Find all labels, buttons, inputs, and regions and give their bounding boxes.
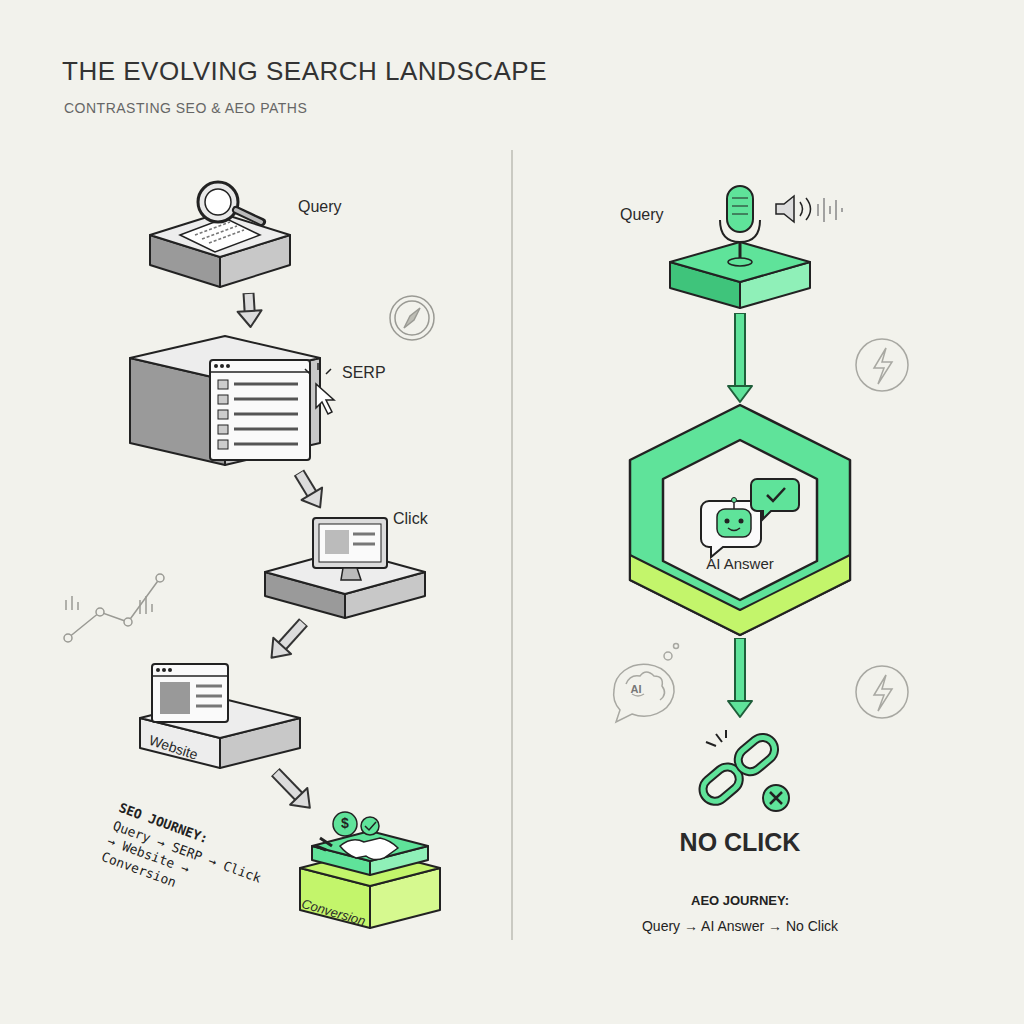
node-shape — [625, 405, 855, 635]
subtitle: CONTRASTING SEO & AEO PATHS — [64, 100, 307, 118]
serp-block: SERP — [120, 330, 390, 470]
conversion-block: Conversion — [290, 810, 450, 930]
journey-path: Query → AI Answer → No Click — [600, 918, 880, 936]
lightning-icon — [856, 339, 908, 718]
no-click-node: NO CLICK — [660, 720, 820, 870]
node-shape — [130, 660, 310, 770]
website-block: Website — [130, 660, 310, 770]
click-block: Click — [255, 510, 455, 620]
node-label: AI Answer — [625, 555, 855, 572]
journey-heading: AEO JOURNEY: — [640, 893, 840, 909]
node-label: SERP — [342, 364, 386, 382]
flow-arrow — [728, 638, 752, 717]
brain-bubble-icon — [614, 644, 679, 723]
node-shape — [120, 330, 390, 470]
diagram-title: THE EVOLVING SEARCH LANDSCAPE — [62, 56, 547, 87]
node-label: NO CLICK — [660, 828, 820, 857]
divider-line — [511, 150, 513, 940]
voice-query-block: Query — [620, 190, 860, 310]
flow-arrow — [728, 313, 752, 402]
flow-arrow — [238, 293, 262, 327]
dollar-sign: $ — [339, 815, 351, 833]
ai-answer-hexagon: AI Answer — [625, 405, 855, 635]
node-label: Query — [620, 206, 664, 224]
flow-arrow — [299, 473, 322, 508]
flow-arrow — [272, 622, 304, 658]
flow-arrow — [275, 772, 310, 808]
query-block: Query — [140, 180, 350, 290]
sparkline-icon — [64, 574, 164, 642]
node-label: Query — [298, 198, 342, 216]
brain-ai-text: AI — [628, 683, 644, 697]
node-shape — [140, 180, 350, 290]
compass-icon — [390, 296, 434, 340]
node-label: Click — [393, 510, 428, 528]
